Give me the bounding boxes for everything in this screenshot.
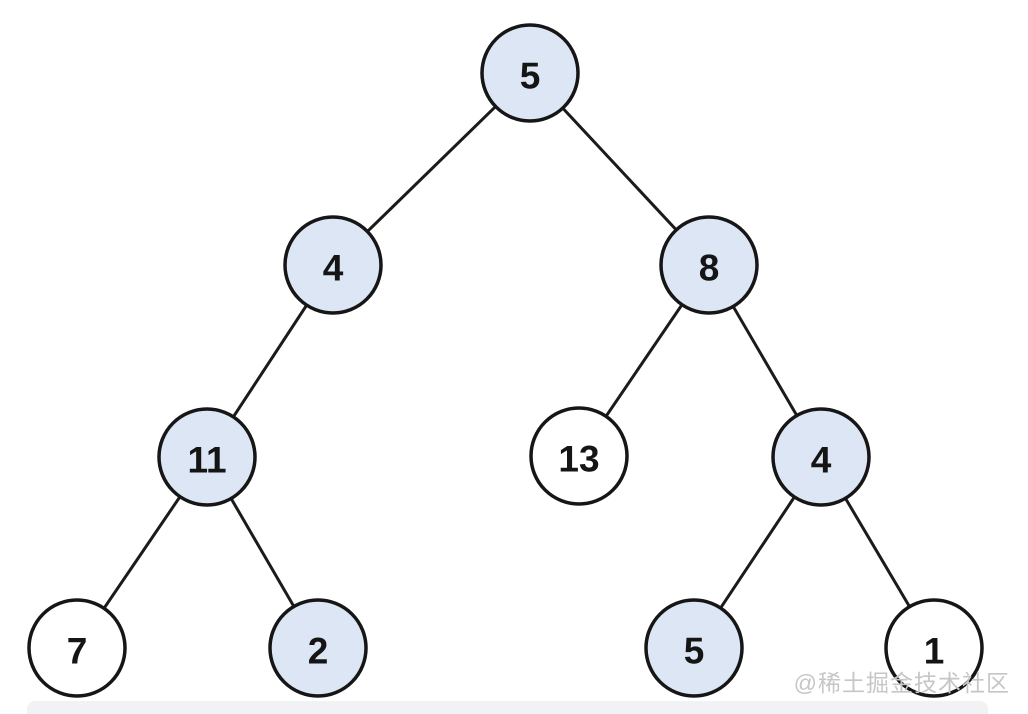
tree-node-left-left-right: 2 [268,598,368,698]
tree-node-left-left: 11 [157,407,257,507]
tree-node-circle [644,598,744,698]
tree-node-value: 7 [67,631,88,672]
juejin-watermark: @稀土掘金技术社区 [793,670,1010,696]
tree-node-circle [27,598,127,698]
tree-node-value: 1 [924,631,945,672]
tree-node-root: 5 [480,23,580,123]
tree-node-value: 2 [308,631,329,672]
tree-node-circle [884,598,984,698]
tree-node-right-right-right: 1 [884,598,984,698]
tree-node-right: 8 [659,215,759,315]
tree-edges [75,71,936,650]
tree-node-value: 5 [520,56,541,97]
tree-node-circle [771,407,871,507]
tree-node-value: 5 [684,631,705,672]
tree-node-left-left-left: 7 [27,598,127,698]
tree-node-value: 4 [811,440,832,481]
tree-node-left: 4 [283,215,383,315]
tree-node-value: 8 [699,248,720,289]
tree-node-value: 4 [323,248,344,289]
bottom-gray-bar [27,701,988,714]
tree-node-right-right: 4 [771,407,871,507]
tree-node-circle [529,406,629,506]
tree-node-right-right-left: 5 [644,598,744,698]
tree-node-circle [283,215,383,315]
tree-node-circle [659,215,759,315]
tree-node-circle [268,598,368,698]
tree-node-right-left: 13 [529,406,629,506]
tree-node-value: 11 [187,440,226,481]
tree-node-value: 13 [558,439,599,480]
tree-node-circle [480,23,580,123]
tree-node-circle [157,407,257,507]
